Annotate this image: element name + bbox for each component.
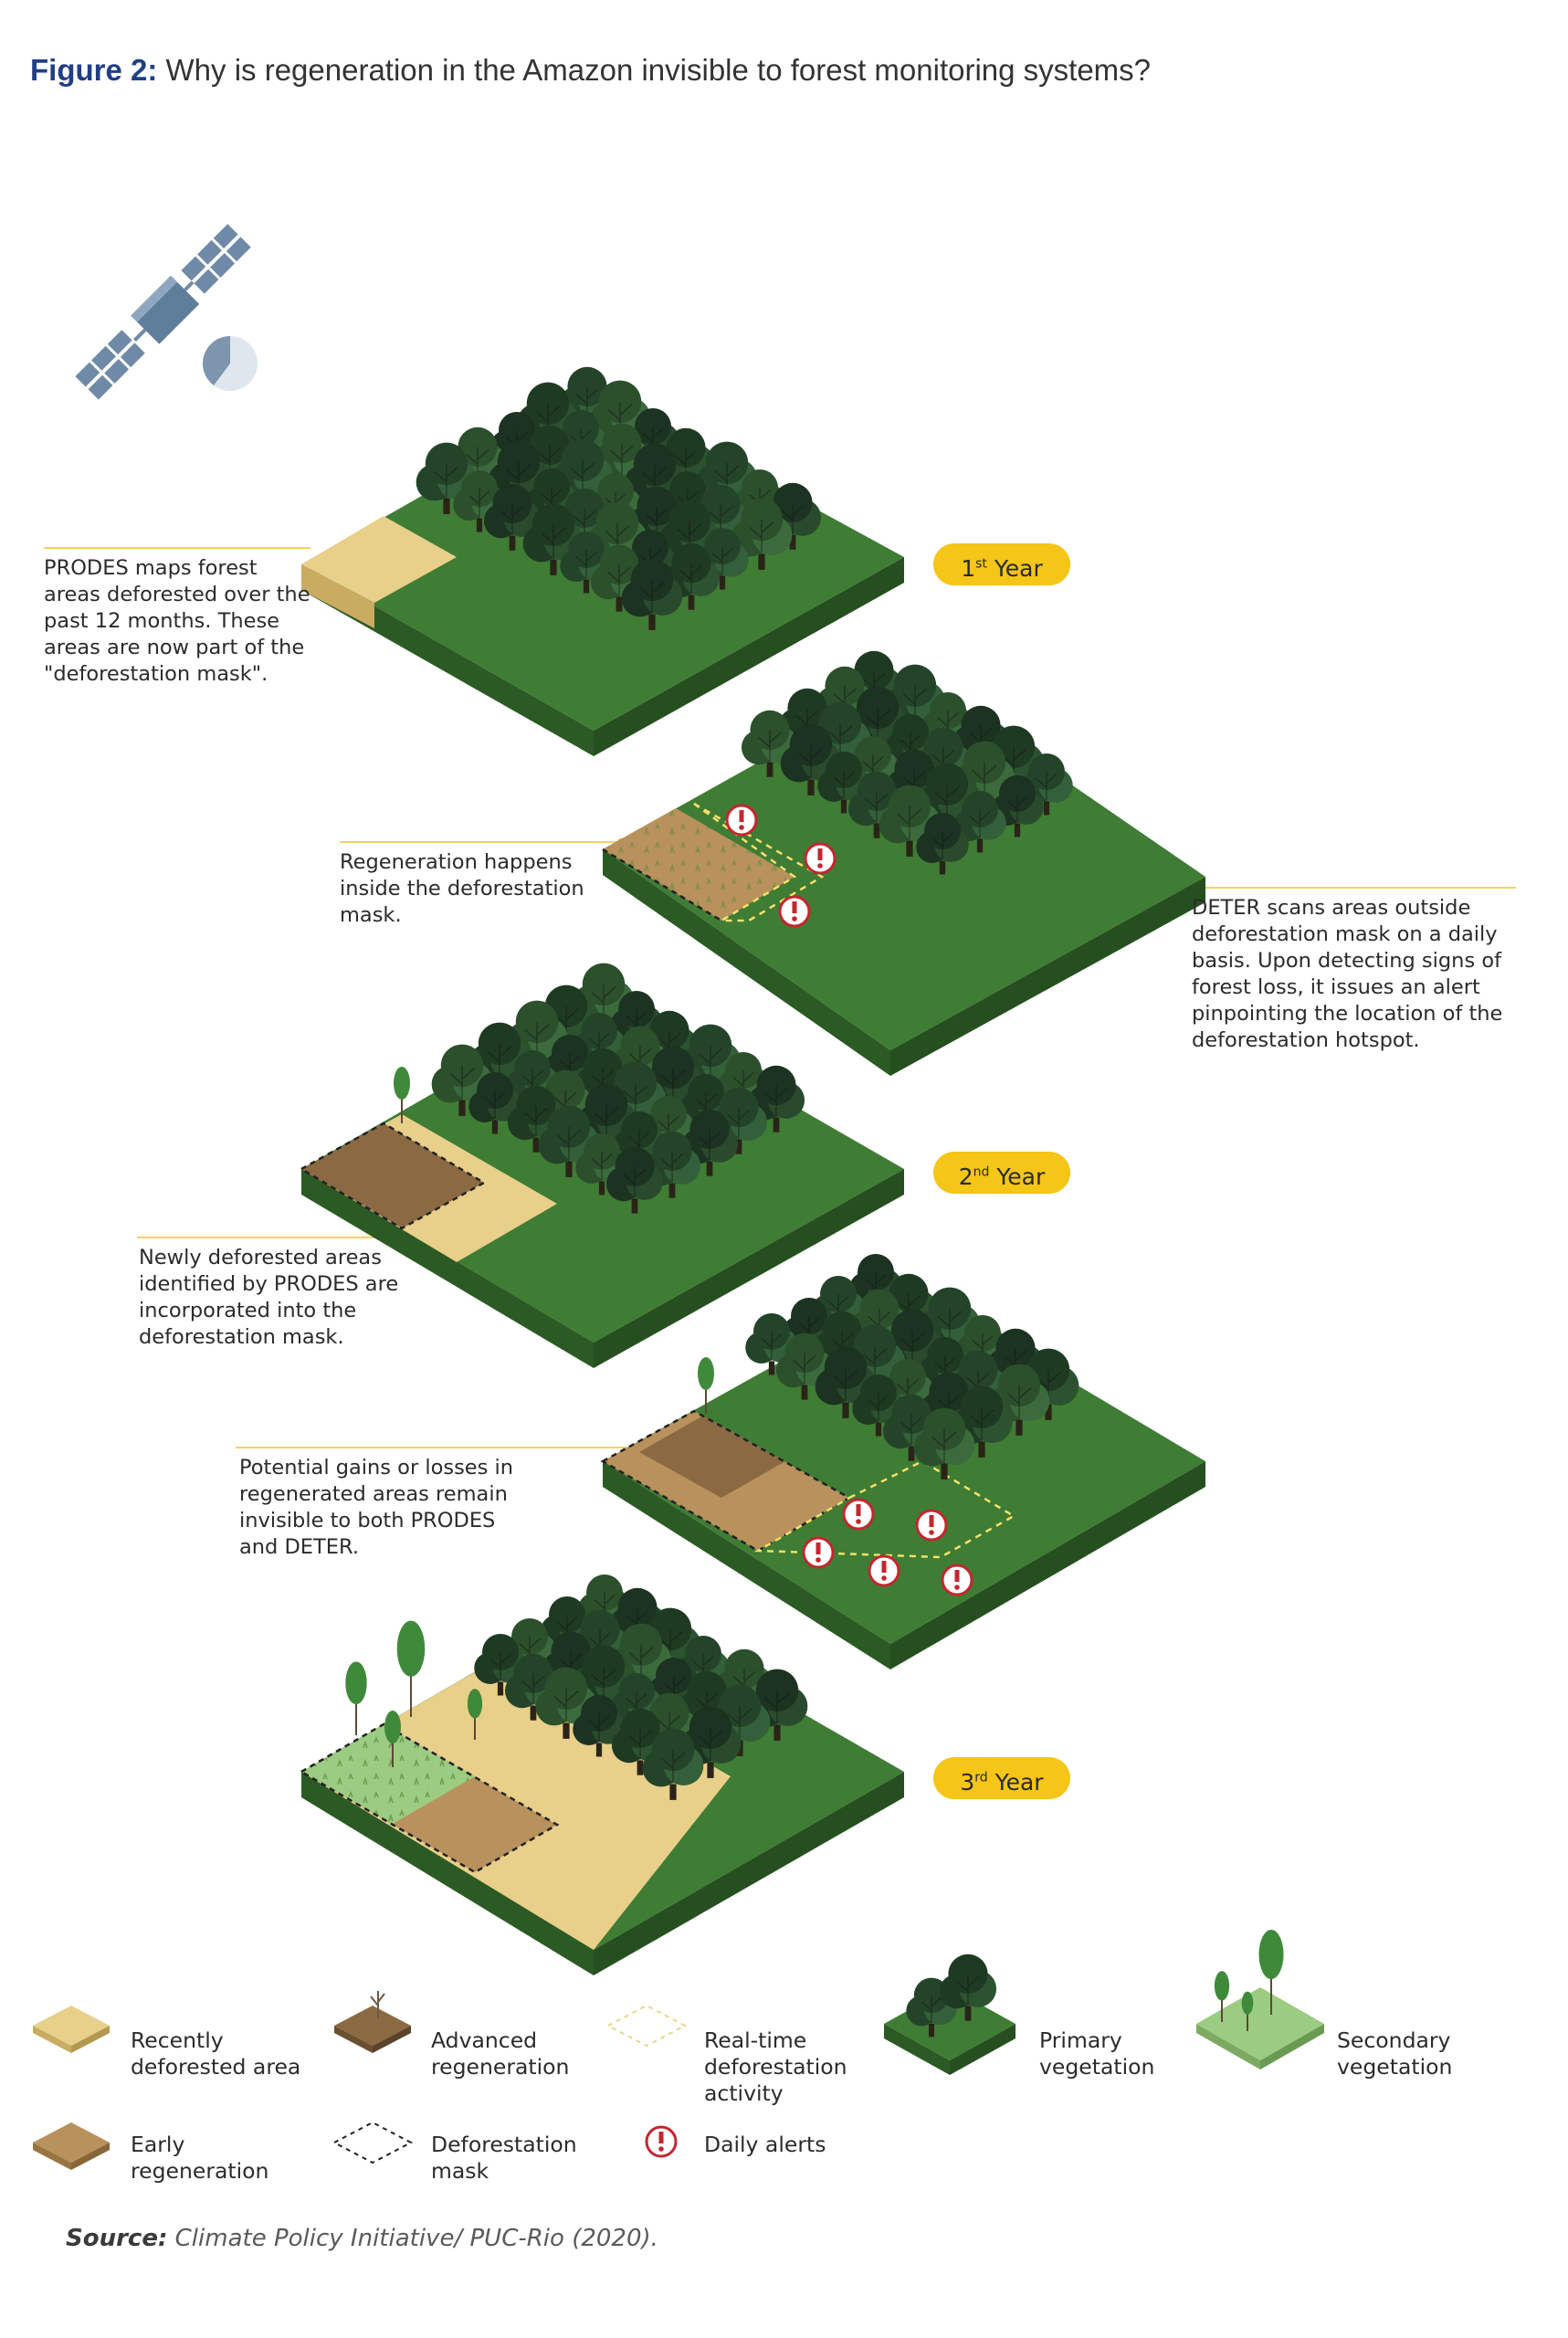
tree-icon [483, 483, 542, 551]
figure-number: Figure 2: [30, 53, 158, 87]
sapling-icon [394, 1067, 410, 1123]
alert-icon [778, 895, 811, 928]
tree-icon [913, 1407, 975, 1480]
year-badge-2-text: 2nd Year [958, 1164, 1046, 1191]
advanced-regeneration-area [639, 1416, 785, 1498]
alert-icon [802, 1536, 835, 1569]
legend-swatch-secondary-vegetation [1196, 1930, 1324, 2069]
tree-icon [906, 1977, 957, 2038]
annotation-regeneration-inside: Regeneration happens inside the deforest… [340, 850, 584, 927]
advanced-regeneration-area [301, 1123, 484, 1228]
legend-swatch-primary-vegetation [884, 1954, 1016, 2075]
satellite-icon [75, 224, 251, 400]
sapling-icon [467, 1689, 483, 1740]
sapling-icon [1258, 1930, 1284, 2015]
tree-icon [882, 1394, 941, 1461]
tree-icon [775, 1332, 834, 1400]
realtime-outline [693, 802, 825, 922]
tree-icon [747, 1065, 805, 1132]
mask-outline [602, 848, 722, 922]
tree-icon [817, 752, 870, 814]
source-label: Source: [66, 2225, 168, 2252]
grass-texture [603, 808, 795, 921]
year-badge-2: 2nd Year [933, 1152, 1070, 1194]
tree-icon [416, 442, 478, 514]
legend-swatches [33, 1930, 1324, 2170]
tree-icon [847, 686, 909, 758]
deforested-area [301, 516, 457, 603]
annotation-prodes-mask: PRODES maps forest areas deforested over… [44, 556, 310, 686]
tree-icon [731, 498, 793, 570]
legend-label-deforestation-mask: Deforestation mask [431, 2132, 577, 2184]
figure-title-text: Why is regeneration in the Amazon invisi… [165, 53, 1152, 87]
legend-label-advanced-regeneration: Advanced regeneration [431, 2027, 570, 2080]
year1-block [301, 366, 904, 756]
alert-icon [941, 1564, 973, 1596]
satellite-dish-icon [203, 336, 258, 391]
year1-alert-block [602, 650, 1205, 1076]
legend-swatch-early-regeneration [33, 2122, 110, 2170]
mask-outline [299, 1722, 560, 1874]
tree-icon [662, 542, 721, 610]
legend-swatch-deforestation-mask [331, 2121, 414, 2164]
sapling-icon [384, 1711, 401, 1767]
legend-label-secondary-vegetation: Secondary vegetation [1337, 2027, 1453, 2080]
legend-swatch-realtime-activity [605, 2004, 688, 2048]
secondary-swatch-slab [1196, 1987, 1324, 2069]
alert-icon [804, 842, 837, 875]
annotation-newly-deforested: Newly deforested areas identified by PRO… [139, 1246, 399, 1349]
sapling-icon [345, 1661, 367, 1735]
tree-icon [605, 1146, 664, 1214]
year2-block [299, 963, 904, 1368]
tree-icon [991, 775, 1044, 837]
legend-label-daily-alerts: Daily alerts [704, 2132, 826, 2157]
sapling-icon [698, 1357, 714, 1414]
mask-outline [299, 1122, 487, 1230]
tree-icon [535, 1667, 597, 1739]
legend-daily-alert-icon [645, 2125, 678, 2158]
tree-icon [522, 503, 584, 575]
tree-icon [621, 558, 683, 630]
legend-label-recently-deforested: Recently deforested area [131, 2027, 301, 2080]
tree-icon [573, 1695, 626, 1757]
legend-swatch-recently-deforested [33, 2006, 110, 2053]
year3-block [299, 1574, 904, 1975]
deforested-side [301, 564, 374, 628]
source-text: Climate Policy Initiative/ PUC-Rio (2020… [174, 2225, 658, 2252]
year2-alert-block [600, 1254, 1205, 1669]
alert-icon [915, 1509, 948, 1542]
sapling-icon [1214, 1971, 1230, 2022]
year-badge-3-text: 3rd Year [960, 1769, 1044, 1796]
year-badge-1-text: 1st Year [961, 555, 1043, 583]
legend-swatch-advanced-regeneration [334, 1991, 411, 2053]
source-note: Source: Climate Policy Initiative/ PUC-R… [66, 2225, 658, 2252]
alert-icon [842, 1498, 875, 1531]
realtime-outline [753, 1459, 1016, 1559]
annotation-potential-gains: Potential gains or losses in regenerated… [239, 1456, 514, 1559]
legend-label-primary-vegetation: Primary vegetation [1039, 2027, 1155, 2080]
alert-icon [725, 804, 758, 837]
alert-icon [868, 1554, 900, 1587]
grass-texture [301, 1724, 475, 1824]
annotation-deter-scans: DETER scans areas outside deforestation … [1192, 896, 1503, 1052]
year-badge-3: 3rd Year [933, 1757, 1070, 1799]
tree-icon [680, 1109, 739, 1176]
tree-icon [953, 791, 1006, 853]
legend-label-early-regeneration: Early regeneration [131, 2132, 269, 2184]
forest-slab [603, 676, 1205, 1076]
sapling-icon [1241, 1991, 1254, 2031]
year-badge-1: 1st Year [933, 543, 1070, 585]
tree-icon [642, 1728, 704, 1800]
legend-label-realtime-activity: Real-time deforestation activity [704, 2027, 847, 2106]
sapling-icon [396, 1620, 426, 1717]
tree-icon [939, 1954, 997, 2021]
figure-title: Figure 2: Why is regeneration in the Ama… [30, 53, 1151, 88]
tree-icon [916, 813, 969, 875]
tree-icon [474, 1634, 527, 1696]
tree-icon [642, 1046, 704, 1118]
